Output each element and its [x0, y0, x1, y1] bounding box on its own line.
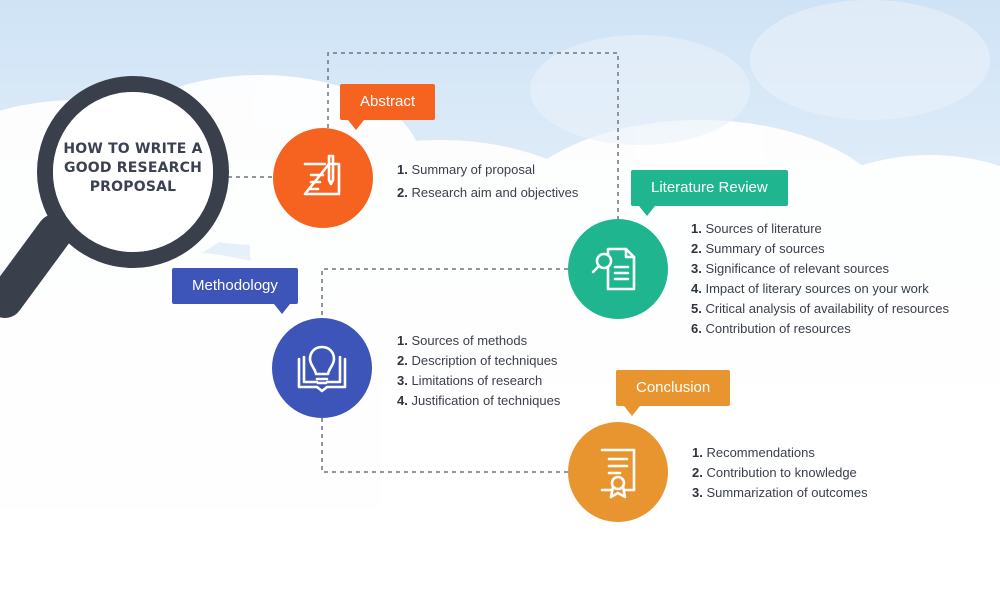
methodology-list: 1. Sources of methods 2. Description of … — [397, 331, 560, 411]
list-item: 2. Contribution to knowledge — [692, 465, 857, 480]
tag-abstract: Abstract — [340, 84, 436, 130]
methodology-circle — [272, 318, 372, 418]
list-item: 6. Contribution of resources — [691, 321, 851, 336]
tag-literature-review: Literature Review — [631, 170, 788, 216]
list-item: 1. Sources of literature — [691, 221, 822, 236]
magnifier-icon — [0, 76, 229, 318]
tag-methodology: Methodology — [172, 268, 298, 314]
conclusion-list: 1. Recommendations 2. Contribution to kn… — [692, 443, 868, 503]
abstract-list: 1. Summary of proposal 2. Research aim a… — [397, 158, 578, 204]
search-document-icon — [591, 247, 636, 291]
certificate-icon — [600, 448, 636, 499]
list-item: 1. Sources of methods — [397, 333, 528, 348]
literature-list: 1. Sources of literature 2. Summary of s… — [691, 219, 949, 339]
lightbulb-book-icon — [297, 345, 347, 393]
list-item: 1. Recommendations — [692, 445, 815, 460]
list-item: 3. Significance of relevant sources — [691, 261, 889, 276]
diagram-title: HOW TO WRITE A GOOD RESEARCH PROPOSAL — [63, 141, 203, 195]
list-item: 2. Description of techniques — [397, 353, 558, 368]
conclusion-circle — [568, 422, 668, 522]
abstract-circle — [273, 128, 373, 228]
list-item: 1. Summary of proposal — [397, 162, 536, 177]
list-item: 2. Summary of sources — [691, 241, 825, 256]
list-item: 4. Justification of techniques — [397, 393, 561, 408]
list-item: 4. Impact of literary sources on your wo… — [691, 281, 929, 296]
list-item: 3. Limitations of research — [397, 373, 543, 388]
list-item: 3. Summarization of outcomes — [692, 485, 868, 500]
connector-lines — [228, 52, 619, 473]
clouds-light — [530, 0, 990, 145]
list-item: 2. Research aim and objectives — [397, 185, 579, 200]
tag-conclusion: Conclusion — [616, 370, 731, 416]
literature-circle — [568, 219, 668, 319]
document-pen-icon — [303, 154, 341, 196]
list-item: 5. Critical analysis of availability of … — [691, 301, 949, 316]
